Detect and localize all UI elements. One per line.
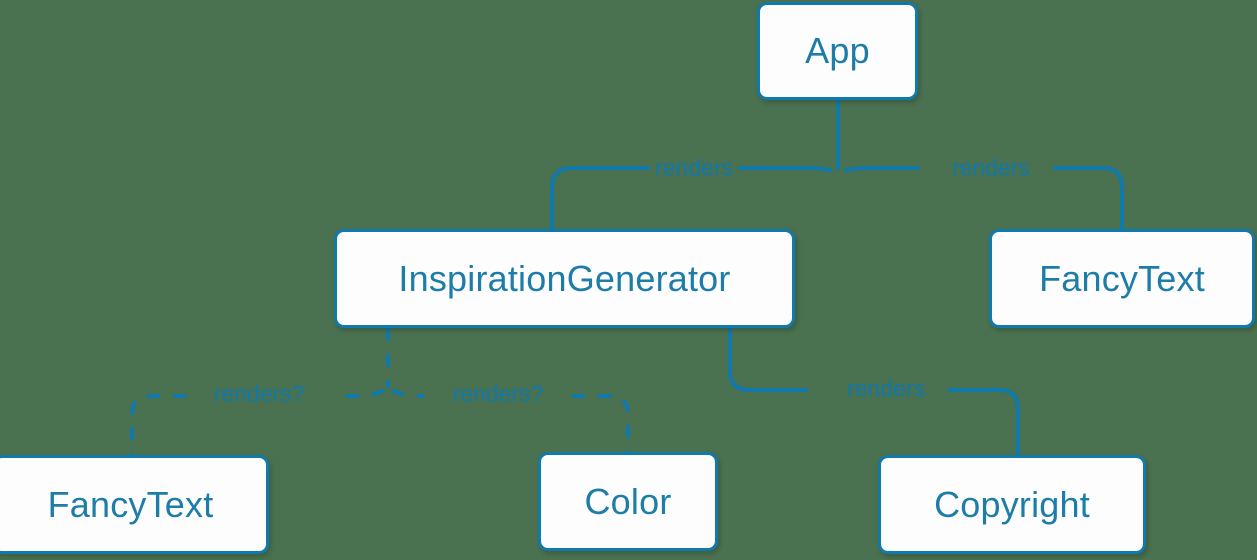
- edge-label-inspgen-fancytext: renders?: [213, 380, 305, 407]
- node-copyright[interactable]: Copyright: [878, 455, 1146, 554]
- edge-inspgen-copyright-right: [948, 388, 1020, 457]
- node-fancytext-right[interactable]: FancyText: [989, 229, 1255, 328]
- edge-inspgen-fancytext-b: [130, 394, 186, 455]
- edge-inspgen-color-a: [390, 388, 424, 398]
- edge-app-inspgen-right: [550, 166, 650, 231]
- node-app-label: App: [805, 30, 870, 71]
- edge-label-app-inspgen: renders: [655, 154, 733, 181]
- node-color-label: Color: [584, 480, 672, 522]
- edge-label-app-fancytext: renders: [952, 154, 1030, 181]
- edge-inspgen-copyright-left: [728, 326, 808, 392]
- node-fancytext-right-label: FancyText: [1039, 257, 1205, 299]
- edge-inspgen-fancytext-a: [334, 388, 386, 398]
- node-fancytext-bottom[interactable]: FancyText: [0, 455, 269, 554]
- node-color[interactable]: Color: [538, 452, 718, 551]
- node-copyright-label: Copyright: [934, 483, 1090, 525]
- edge-app-inspgen-left: [738, 166, 832, 172]
- node-inspiration-generator-label: InspirationGenerator: [398, 257, 731, 299]
- edge-inspgen-color-b: [572, 394, 630, 452]
- node-fancytext-bottom-label: FancyText: [47, 483, 214, 525]
- edge-label-inspgen-color: renders?: [452, 380, 544, 407]
- node-app[interactable]: App: [757, 2, 918, 100]
- edge-app-fancytext-right: [1053, 166, 1124, 231]
- edge-app-fancytext-left: [844, 166, 920, 172]
- node-inspiration-generator[interactable]: InspirationGenerator: [334, 229, 795, 328]
- edge-label-inspgen-copyright: renders: [847, 375, 925, 402]
